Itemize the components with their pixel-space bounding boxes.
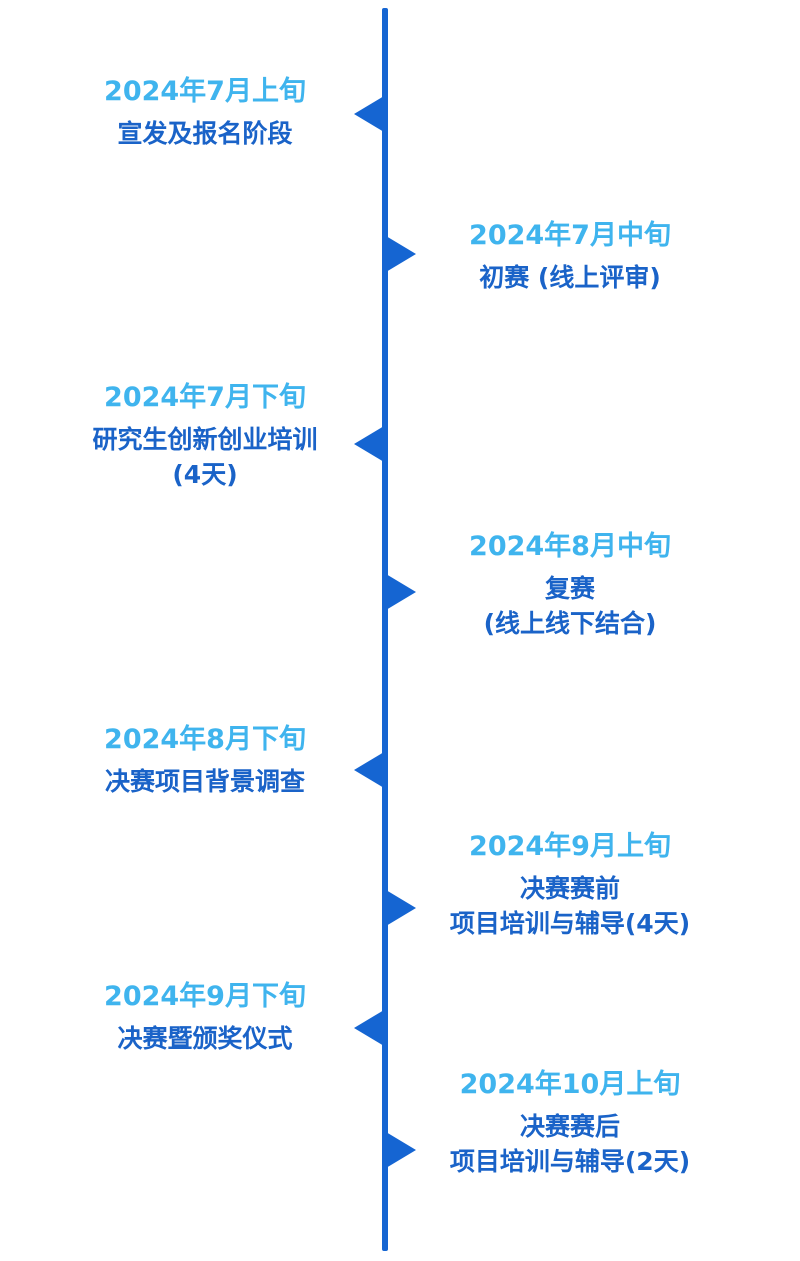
timeline-entry: 2024年9月上旬 决赛赛前 项目培训与辅导(4天) — [405, 829, 735, 941]
event-description-line: 决赛赛后 — [519, 1112, 620, 1141]
timeline-entry: 2024年7月上旬 宣发及报名阶段 — [40, 74, 370, 151]
event-description-line: 决赛项目背景调查 — [104, 767, 305, 796]
event-description: 决赛赛后 项目培训与辅导(2天) — [405, 1109, 735, 1179]
event-description: 决赛暨颁奖仪式 — [40, 1021, 370, 1056]
event-description-line: 研究生创新创业培训 — [92, 425, 318, 454]
timeline-marker-left — [354, 426, 384, 462]
event-date: 2024年7月上旬 — [104, 76, 306, 107]
event-description-line: (4天) — [172, 460, 238, 489]
timeline-entry: 2024年9月下旬 决赛暨颁奖仪式 — [40, 979, 370, 1056]
timeline-marker-right — [386, 890, 416, 926]
event-description-line: 项目培训与辅导(2天) — [449, 1147, 691, 1176]
timeline-marker-right — [386, 1132, 416, 1168]
event-description-line: 复赛 — [544, 574, 595, 603]
event-description-line: 宣发及报名阶段 — [117, 119, 293, 148]
timeline-entry: 2024年7月下旬 研究生创新创业培训 (4天) — [40, 380, 370, 492]
event-description-line: 项目培训与辅导(4天) — [449, 909, 691, 938]
timeline-entry: 2024年8月下旬 决赛项目背景调查 — [40, 722, 370, 799]
event-date: 2024年10月上旬 — [459, 1069, 681, 1100]
event-description-line: 初赛 (线上评审) — [479, 263, 661, 292]
event-description: 宣发及报名阶段 — [40, 116, 370, 151]
timeline-marker-right — [386, 236, 416, 272]
timeline-entry: 2024年10月上旬 决赛赛后 项目培训与辅导(2天) — [405, 1067, 735, 1179]
event-date: 2024年8月中旬 — [469, 531, 671, 562]
event-description: 决赛赛前 项目培训与辅导(4天) — [405, 871, 735, 941]
event-description-line: 决赛暨颁奖仪式 — [117, 1024, 293, 1053]
event-description: 初赛 (线上评审) — [405, 260, 735, 295]
timeline-axis — [382, 8, 388, 1251]
timeline-entry: 2024年8月中旬 复赛 (线上线下结合) — [405, 529, 735, 641]
event-date: 2024年8月下旬 — [104, 724, 306, 755]
event-date: 2024年7月下旬 — [104, 382, 306, 413]
event-description: 复赛 (线上线下结合) — [405, 571, 735, 641]
event-description-line: (线上线下结合) — [483, 609, 657, 638]
event-description: 决赛项目背景调查 — [40, 764, 370, 799]
event-date: 2024年9月上旬 — [469, 831, 671, 862]
timeline-marker-left — [354, 96, 384, 132]
event-date: 2024年9月下旬 — [104, 981, 306, 1012]
event-description-line: 决赛赛前 — [519, 874, 620, 903]
event-date: 2024年7月中旬 — [469, 220, 671, 251]
timeline-marker-left — [354, 752, 384, 788]
timeline-marker-left — [354, 1010, 384, 1046]
event-description: 研究生创新创业培训 (4天) — [40, 422, 370, 492]
timeline-marker-right — [386, 574, 416, 610]
timeline-entry: 2024年7月中旬 初赛 (线上评审) — [405, 218, 735, 295]
